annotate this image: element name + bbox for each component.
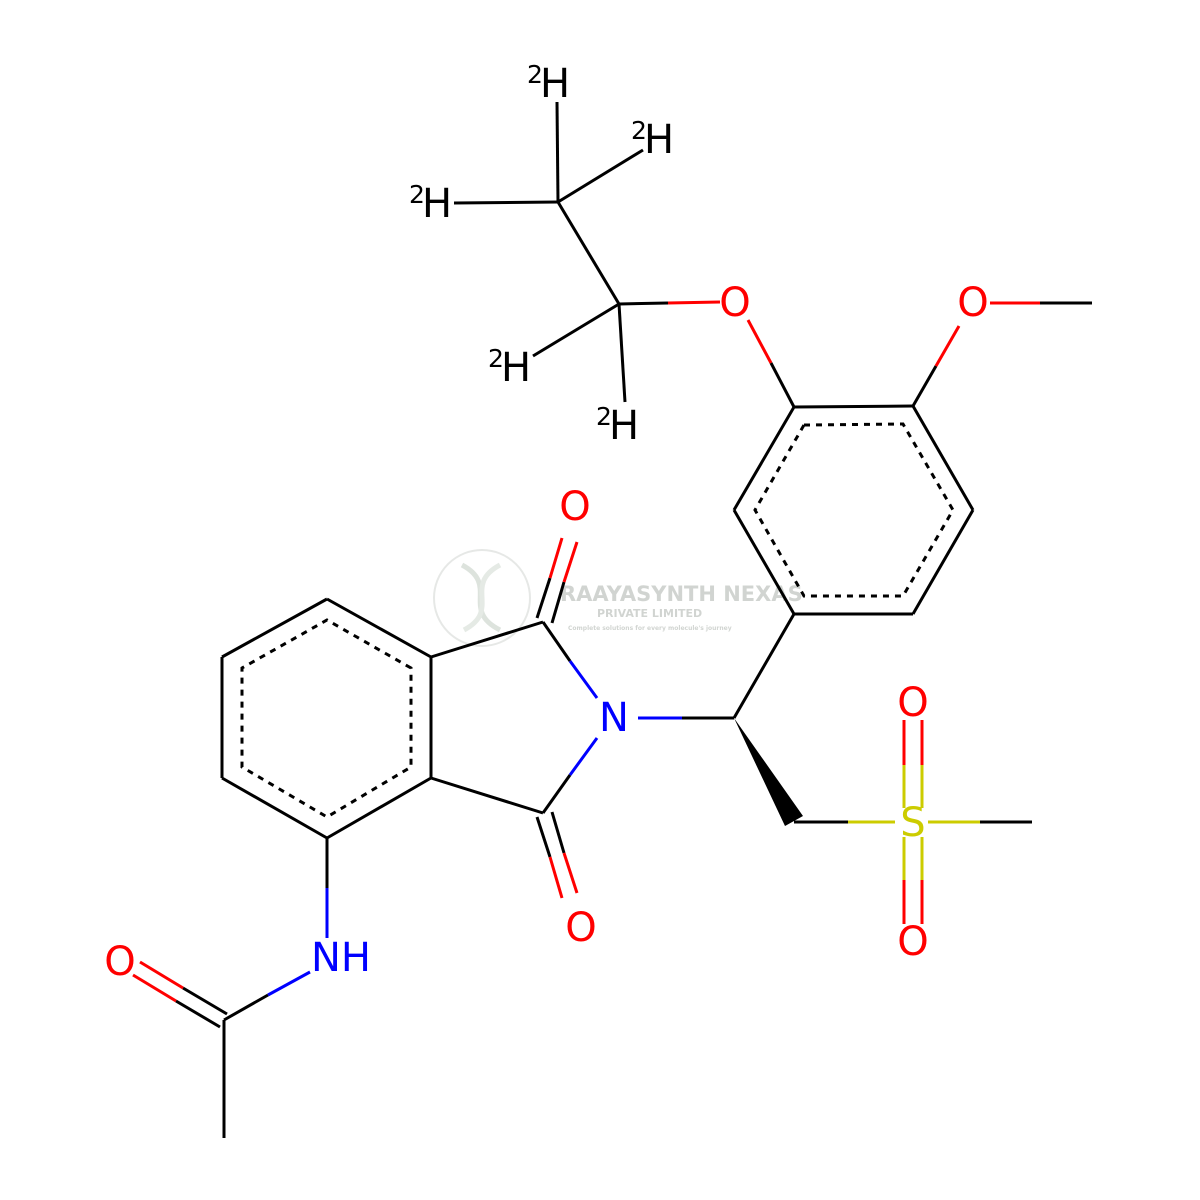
bond-c4-o-methoxy-red xyxy=(934,325,961,367)
atom-d1: 2 H xyxy=(527,60,570,107)
bond-n-c-bot-blue xyxy=(568,737,599,776)
bond-c1-c2 xyxy=(732,509,796,615)
atom-labels: O O O O N S O O NH O 2 H 2 H 2 H 2 H 2 H xyxy=(104,60,988,985)
bond-co-amide-a-red xyxy=(139,960,184,990)
atom-d2-isotope: 2 xyxy=(631,116,647,145)
atom-o-methoxy: O xyxy=(957,280,988,326)
watermark-logo-helix xyxy=(460,562,502,633)
atom-d5-symbol: H xyxy=(609,403,639,449)
bond-c4-o-methoxy xyxy=(911,365,938,407)
bond-co-top-a-red xyxy=(548,537,564,579)
atom-d4-symbol: H xyxy=(501,345,531,391)
bonds xyxy=(132,101,1092,1138)
atom-d3: 2 H xyxy=(409,180,452,227)
bond-n-c-bot xyxy=(541,774,572,814)
wedge-bond-ch-ch2 xyxy=(734,718,803,826)
bond-co-amide-b-red xyxy=(132,973,177,1003)
bond-co-bot-b-red xyxy=(562,852,579,894)
bond-cd2-d5 xyxy=(617,303,627,403)
bond-c1-ch xyxy=(732,613,796,719)
bond-o-c3 xyxy=(769,362,796,408)
bond-co-top-a xyxy=(535,577,552,619)
atom-nh-amide: NH xyxy=(311,935,371,981)
bond-co-top-b-red xyxy=(562,541,579,583)
atom-o-amide: O xyxy=(104,939,135,985)
atom-d3-symbol: H xyxy=(422,181,452,227)
atom-d3-isotope: 2 xyxy=(409,180,425,209)
atom-d5: 2 H xyxy=(596,402,639,449)
bond-cd3-d3 xyxy=(453,200,559,205)
bond-cd3-d2 xyxy=(557,148,644,204)
atom-o-sulfone-bottom: O xyxy=(897,919,928,965)
atom-o-sulfone-top: O xyxy=(897,680,928,726)
atom-d5-isotope: 2 xyxy=(596,402,612,431)
bond-cd3-d1 xyxy=(555,101,560,203)
bond-nh-cacyl xyxy=(223,993,269,1022)
atom-o-ethoxy: O xyxy=(719,280,750,326)
bond-c-top-c3a xyxy=(430,620,544,659)
bond-co-bot-a xyxy=(535,816,552,858)
watermark-name: RAAYASYNTH NEXAS xyxy=(560,582,803,606)
bond-n-c-top-blue xyxy=(568,660,599,699)
bond-cd3-cd2 xyxy=(556,201,621,305)
atom-d1-isotope: 2 xyxy=(527,60,543,89)
watermark-subtitle: PRIVATE LIMITED xyxy=(597,607,702,620)
bond-c5-c6 xyxy=(911,509,975,615)
bond-co-bot-a-red xyxy=(548,856,564,899)
atom-o-imide-top: O xyxy=(559,484,590,530)
bond-c7-c7a xyxy=(326,776,432,840)
bond-c4-c5b xyxy=(221,597,328,659)
bond-co-amide-b xyxy=(175,999,221,1029)
bond-nh-cacyl-blue xyxy=(267,970,311,997)
atom-n-imide: N xyxy=(599,695,629,741)
atom-d2: 2 H xyxy=(631,116,674,163)
bond-co-amide-a xyxy=(182,986,228,1016)
bond-cd2-o xyxy=(618,301,669,306)
atom-s-sulfone: S xyxy=(900,800,925,846)
watermark-logo-ring xyxy=(433,549,531,647)
watermark: RAAYASYNTH NEXAS PRIVATE LIMITED Complet… xyxy=(433,549,803,647)
bond-o-c3-red xyxy=(746,319,773,364)
bond-co-top-b xyxy=(550,581,566,624)
bond-c4-c5 xyxy=(911,405,975,511)
bond-c3-c4 xyxy=(793,404,914,409)
bond-cd2-d4 xyxy=(532,302,620,358)
aromatic-inner-lower xyxy=(240,618,413,819)
atom-d4: 2 H xyxy=(488,344,531,391)
atom-d1-symbol: H xyxy=(540,61,570,107)
atom-d2-symbol: H xyxy=(644,117,674,163)
atom-o-imide-bottom: O xyxy=(565,905,596,951)
bond-c6b-c7 xyxy=(221,776,328,840)
bond-n-c-top xyxy=(541,621,572,662)
bond-c-bot-c7a xyxy=(430,776,544,815)
aromatic-inner-upper xyxy=(753,422,955,598)
watermark-tagline: Complete solutions for every molecule's … xyxy=(568,625,732,632)
bond-c3a-c4 xyxy=(326,597,432,659)
bond-co-bot-b xyxy=(550,811,566,854)
atom-d4-isotope: 2 xyxy=(488,344,504,373)
watermark-logo-helix-2 xyxy=(462,562,502,633)
bond-c2-c3 xyxy=(732,406,796,511)
bond-cd2-o-red xyxy=(667,300,721,305)
